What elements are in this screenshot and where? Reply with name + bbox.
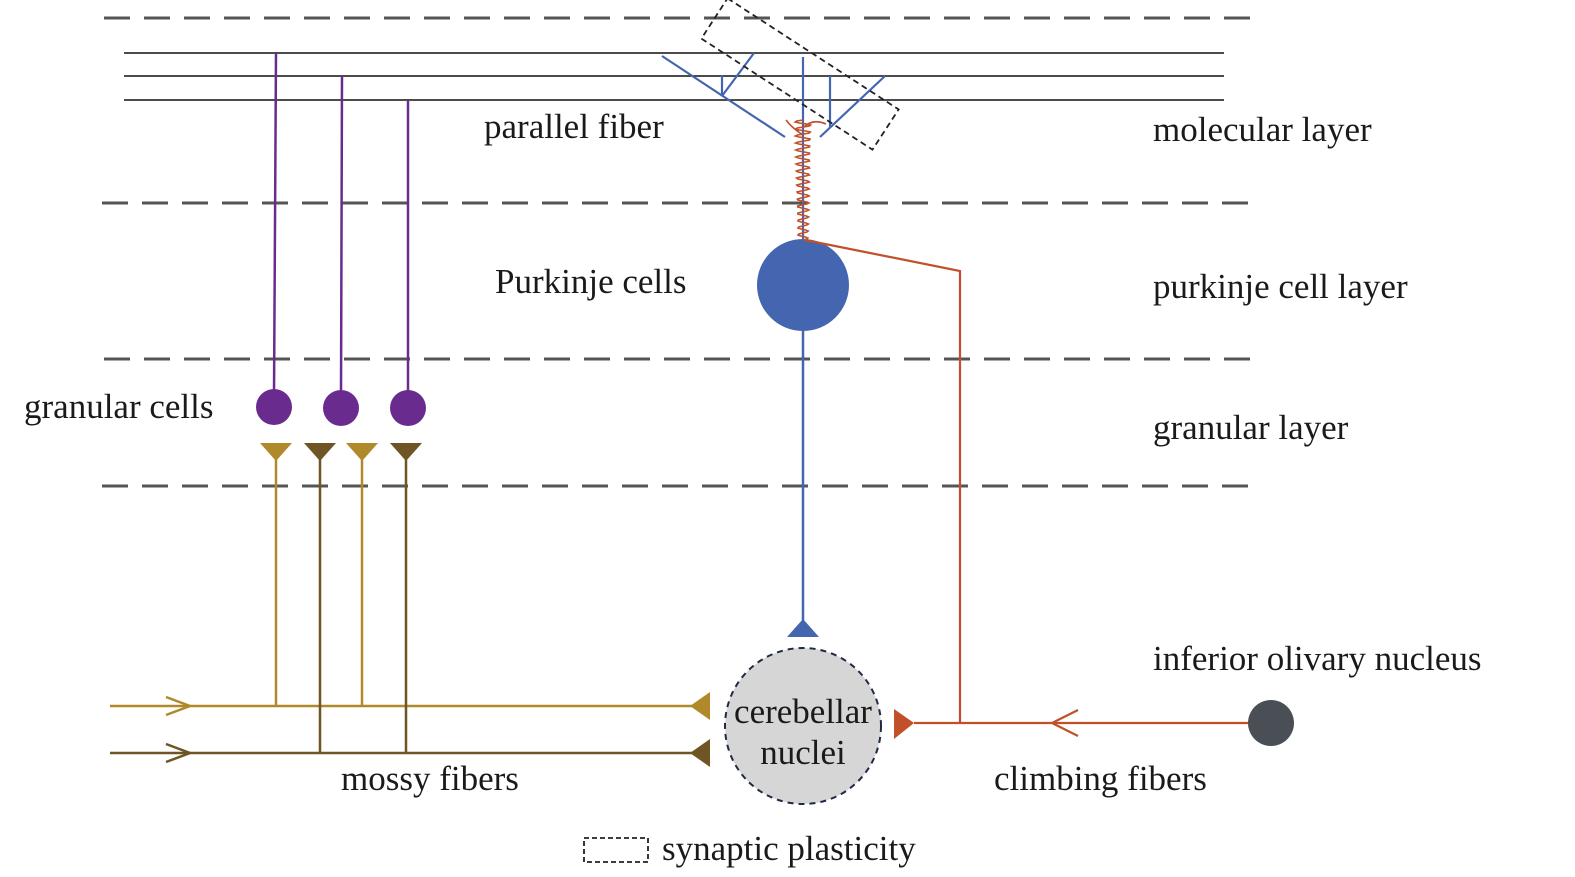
mossy-fiber-dark (110, 457, 694, 764)
mossy-fiber-gold (110, 457, 694, 717)
mossy-terminals (260, 443, 422, 461)
climbing-fiber-ascending (804, 238, 962, 723)
cerebellar-nuclei (724, 647, 882, 805)
climbing-fiber-coil (785, 119, 827, 241)
granular-layer-label: granular layer (1153, 408, 1349, 447)
granule-cell-body (323, 390, 359, 426)
granule-axon (272, 52, 278, 396)
purkinje-terminal (787, 619, 819, 637)
climbing-fiber-arrow (1049, 709, 1079, 737)
mossy-nuclei-terminal-gold (690, 692, 710, 720)
purkinje-cell-layer-label: purkinje cell layer (1153, 267, 1408, 306)
mossy-fiber-arrow (165, 742, 194, 764)
climbing-nuclei-terminal (894, 709, 914, 739)
molecular-layer-label: molecular layer (1153, 110, 1372, 149)
mossy-terminal-dark (390, 443, 422, 461)
granule-cell-body (390, 390, 426, 426)
purkinje-dendrite (721, 52, 755, 97)
mossy-terminal-dark (304, 443, 336, 461)
granule-axon (339, 75, 344, 396)
cerebellar-nuclei-label-line2: nuclei (760, 733, 846, 772)
mossy-nuclei-terminal-dark (690, 739, 710, 767)
granule-cell-body (256, 389, 292, 425)
inferior-olivary-nucleus-cell (1248, 700, 1294, 746)
layer-boundaries (102, 16, 1250, 488)
cerebellar-nuclei-label-line1: cerebellar (734, 692, 872, 731)
synaptic-plasticity-legend-label: synaptic plasticity (662, 829, 916, 868)
mossy-terminal-gold (260, 443, 292, 461)
mossy-fiber-arrow (165, 695, 194, 717)
synaptic-plasticity-box (700, 0, 900, 151)
inferior-olivary-nucleus-label: inferior olivary nucleus (1153, 639, 1482, 678)
climbing-fiber (785, 119, 1252, 737)
climbing-fibers-label: climbing fibers (994, 759, 1207, 798)
mossy-terminal-gold (346, 443, 378, 461)
granule-axons (272, 52, 410, 396)
legend-dashed-box (583, 837, 649, 863)
parallel-fibers (124, 52, 1224, 101)
mossy-fibers (110, 457, 694, 764)
mossy-fibers-label: mossy fibers (341, 759, 519, 798)
purkinje-dendrites (661, 52, 886, 240)
purkinje-cell-body (757, 239, 849, 331)
parallel-fiber-label: parallel fiber (484, 107, 664, 146)
purkinje-dendrite (661, 55, 786, 138)
granular-cells-label: granular cells (24, 387, 214, 426)
purkinje-cells-label: Purkinje cells (495, 262, 687, 301)
granule-cells (256, 389, 426, 426)
